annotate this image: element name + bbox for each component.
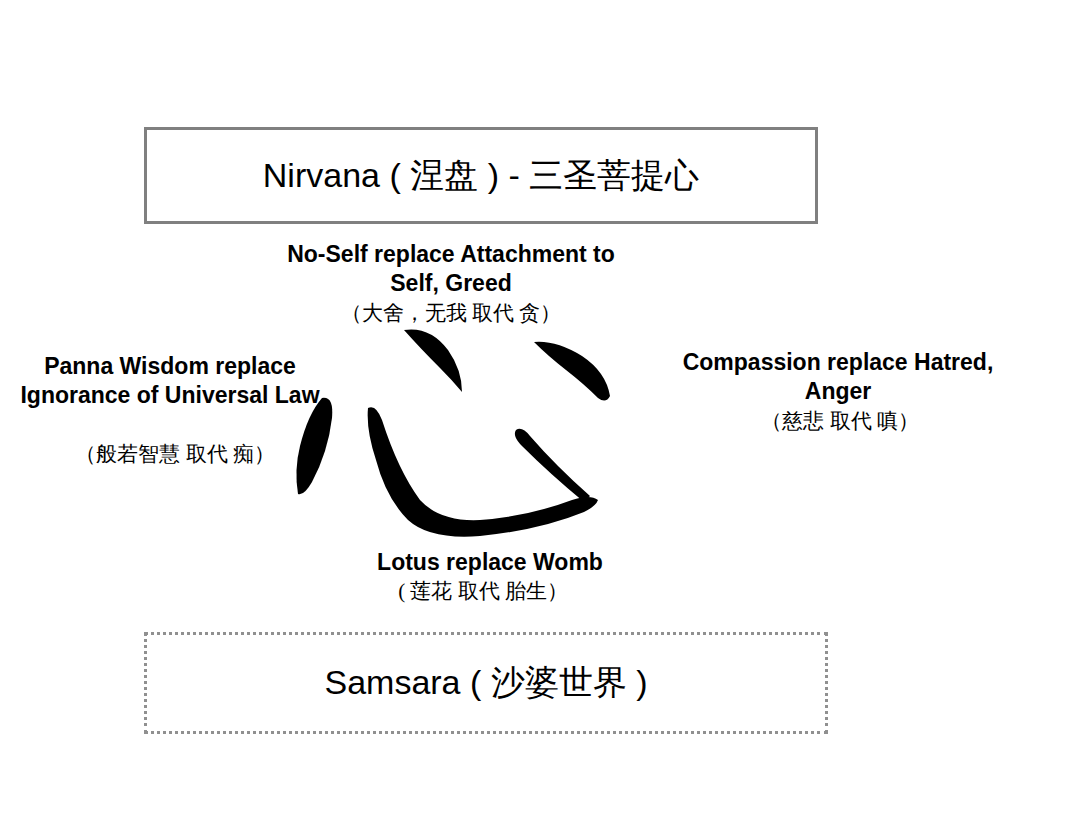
nirvana-box: Nirvana ( 涅盘 ) - 三圣菩提心: [144, 127, 818, 224]
box-title: Samsara ( 沙婆世界 ): [324, 660, 647, 706]
left-dot-stroke: [296, 398, 332, 494]
lotus-chinese: ( 莲花 取代 胎生）: [333, 578, 633, 605]
samsara-box: Samsara ( 沙婆世界 ): [144, 632, 828, 734]
lotus-label: Lotus replace Womb: [330, 548, 650, 577]
compassion-label: Compassion replace Hatred, Anger: [648, 348, 1028, 407]
top-dot-stroke: [404, 329, 462, 392]
no-self-chinese: （大舍，无我 取代 贪）: [281, 300, 621, 327]
hook-stroke: [368, 407, 598, 536]
right-dot-stroke: [534, 342, 610, 401]
wisdom-chinese: （般若智慧 取代 痴）: [30, 441, 320, 468]
wisdom-label: Panna Wisdom replace Ignorance of Univer…: [20, 352, 320, 411]
compassion-chinese: （慈悲 取代 嗔）: [690, 408, 990, 435]
hook-tip-stroke: [515, 429, 590, 502]
box-title: Nirvana ( 涅盘 ) - 三圣菩提心: [263, 153, 699, 199]
no-self-label: No-Self replace Attachment to Self, Gree…: [279, 240, 624, 299]
